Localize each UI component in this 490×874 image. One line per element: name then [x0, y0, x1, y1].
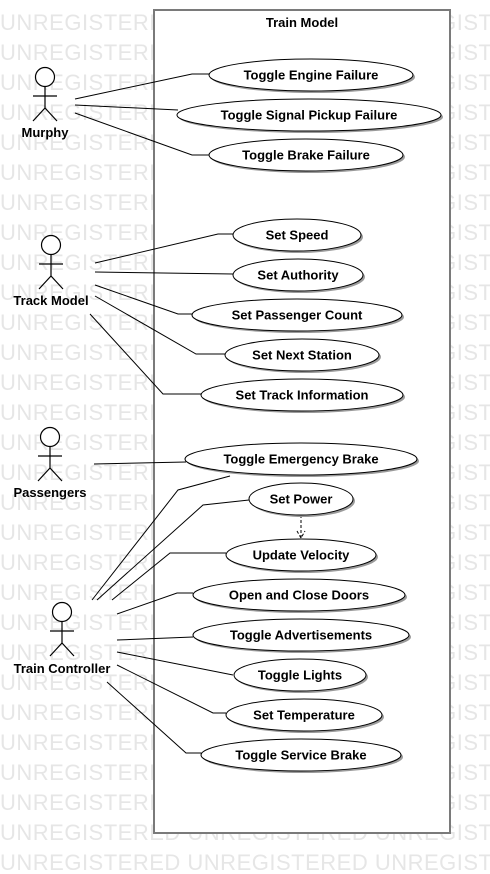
use-case-ellipse[interactable]: [208, 138, 404, 172]
use-case-set-passenger-count[interactable]: Set Passenger Count: [191, 298, 404, 333]
use-case-ellipse[interactable]: [208, 58, 414, 92]
use-case-label: Set Track Information: [236, 388, 369, 403]
use-case-label: Update Velocity: [253, 548, 351, 563]
use-case-ellipse[interactable]: [176, 98, 442, 132]
association-line: [111, 552, 226, 601]
use-case-toggle-signal-pickup-failure[interactable]: Toggle Signal Pickup Failure: [176, 98, 443, 133]
actor-head: [51, 601, 73, 623]
actor-head: [40, 234, 62, 256]
use-case-ellipse[interactable]: [224, 338, 380, 372]
use-case-ellipse[interactable]: [184, 442, 418, 476]
use-case-label: Set Authority: [257, 268, 339, 283]
use-case-set-next-station[interactable]: Set Next Station: [224, 338, 381, 373]
use-case-label: Toggle Engine Failure: [244, 68, 379, 83]
association-line: [93, 461, 187, 465]
use-case-ellipse[interactable]: [200, 378, 404, 412]
actor-track-model[interactable]: Track Model: [13, 234, 89, 309]
system-title: Train Model: [266, 15, 338, 30]
actor-label: Murphy: [22, 125, 70, 140]
association-line: [89, 313, 202, 395]
use-case-label: Toggle Emergency Brake: [223, 452, 378, 467]
use-case-set-power[interactable]: Set Power: [248, 482, 355, 517]
association-line: [106, 681, 202, 754]
use-case-label: Toggle Brake Failure: [242, 148, 370, 163]
use-case-toggle-service-brake[interactable]: Toggle Service Brake: [200, 738, 403, 773]
association-line: [74, 73, 210, 100]
association-line: [116, 651, 234, 676]
use-case-toggle-emergency-brake[interactable]: Toggle Emergency Brake: [184, 442, 419, 477]
use-case-toggle-engine-failure[interactable]: Toggle Engine Failure: [208, 58, 415, 93]
use-case-set-authority[interactable]: Set Authority: [232, 258, 365, 293]
use-case-label: Set Passenger Count: [232, 308, 363, 323]
use-case-toggle-lights[interactable]: Toggle Lights: [233, 658, 368, 693]
use-case-open-and-close-doors[interactable]: Open and Close Doors: [192, 578, 407, 613]
actor-legs: [49, 642, 75, 657]
actor-label: Passengers: [14, 485, 87, 500]
use-case-ellipse[interactable]: [225, 698, 383, 732]
association-line: [74, 104, 179, 111]
association-line: [94, 295, 225, 355]
actor-head: [34, 66, 56, 88]
associations: [74, 73, 250, 754]
use-case-ellipse[interactable]: [232, 258, 364, 292]
use-case-ellipse[interactable]: [225, 538, 377, 572]
actor-passengers[interactable]: Passengers: [14, 426, 87, 501]
association-line: [116, 636, 194, 641]
actor-label: Track Model: [13, 293, 88, 308]
use-case-label: Set Next Station: [252, 348, 352, 363]
actor-head: [39, 426, 61, 448]
actor-label: Train Controller: [14, 661, 111, 676]
use-case-label: Set Temperature: [253, 708, 355, 723]
association-line: [91, 475, 231, 601]
use-case-ellipse[interactable]: [232, 218, 362, 252]
actor-legs: [32, 107, 58, 122]
association-line: [116, 664, 226, 714]
use-case-label: Open and Close Doors: [229, 588, 369, 603]
use-case-label: Set Speed: [266, 228, 329, 243]
use-case-ellipse[interactable]: [192, 578, 406, 612]
use-case-label: Set Power: [270, 492, 333, 507]
association-line: [94, 233, 234, 264]
association-line: [116, 592, 193, 615]
dependencies: [296, 515, 306, 540]
dependency-arrow: [296, 515, 306, 540]
use-case-ellipse[interactable]: [200, 738, 402, 772]
use-case-set-track-information[interactable]: Set Track Information: [200, 378, 405, 413]
use-case-update-velocity[interactable]: Update Velocity: [225, 538, 378, 573]
use-case-toggle-brake-failure[interactable]: Toggle Brake Failure: [208, 138, 405, 173]
association-line: [96, 499, 250, 601]
watermark-text: UNREGISTERED UNREGISTERED UNREGISTERED: [0, 850, 490, 874]
use-case-ellipse[interactable]: [191, 298, 403, 332]
actor-legs: [38, 275, 64, 290]
use-case-label: Toggle Advertisements: [230, 628, 372, 643]
actor-legs: [37, 467, 63, 482]
use-case-label: Toggle Signal Pickup Failure: [221, 108, 398, 123]
use-case-toggle-advertisements[interactable]: Toggle Advertisements: [192, 618, 411, 653]
use-case-label: Toggle Lights: [258, 668, 342, 683]
use-case-ellipse[interactable]: [233, 658, 367, 692]
association-line: [94, 284, 193, 315]
use-case-ellipse[interactable]: [192, 618, 410, 652]
association-line: [94, 271, 234, 275]
use-case-ellipse[interactable]: [248, 482, 354, 516]
use-case-set-temperature[interactable]: Set Temperature: [225, 698, 384, 733]
actor-train-controller[interactable]: Train Controller: [14, 601, 111, 677]
association-line: [74, 112, 210, 156]
use-case-label: Toggle Service Brake: [235, 748, 366, 763]
use-case-set-speed[interactable]: Set Speed: [232, 218, 363, 253]
actor-murphy[interactable]: Murphy: [22, 66, 70, 141]
